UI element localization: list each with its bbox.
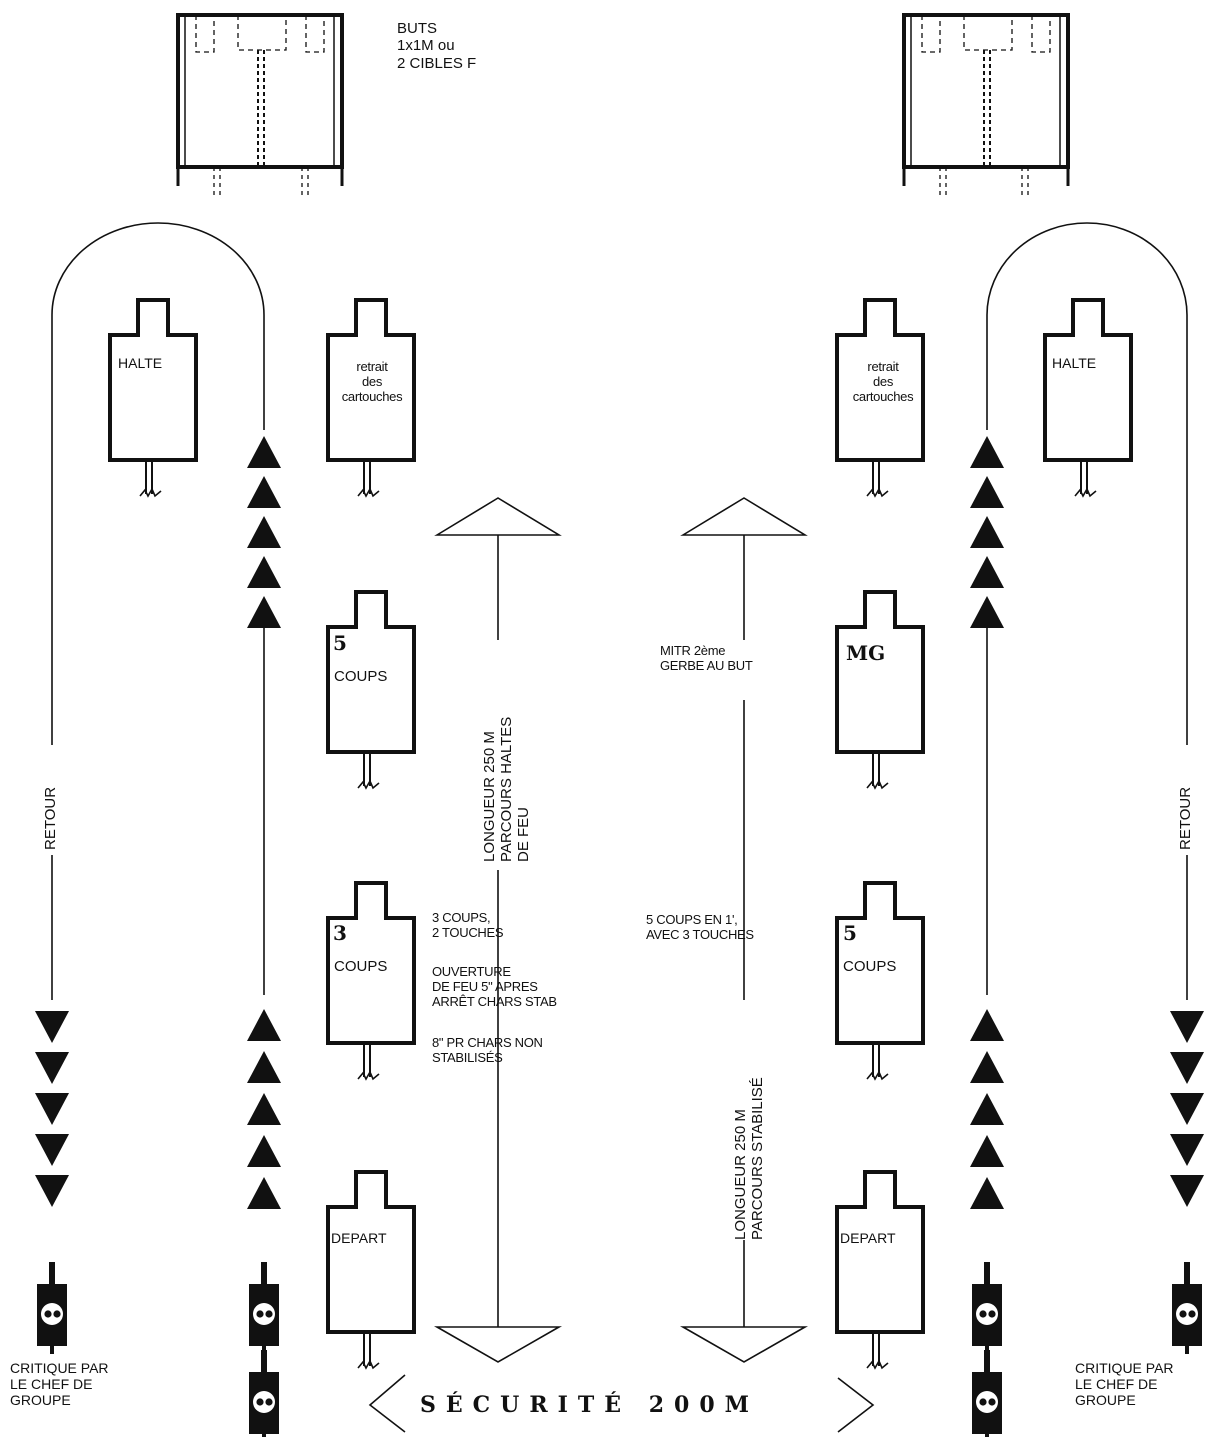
return-path-right <box>986 222 1188 745</box>
direction-arrows-left-up-top <box>247 436 281 628</box>
direction-arrows-right-up-bottom <box>970 1009 1004 1209</box>
note-8pr: 8" PR CHARS NON STABILISÉS <box>432 1035 543 1065</box>
booth-halte-right <box>1043 298 1133 498</box>
retour-label-right: RETOUR <box>1177 786 1194 850</box>
station-3-number-left: 3 <box>333 921 347 945</box>
station-5-number-right: 5 <box>843 921 857 945</box>
station-5-text-right: COUPS <box>843 958 897 975</box>
tank-icon-right-2 <box>972 1350 1002 1437</box>
direction-arrows-right-down <box>1170 1011 1204 1207</box>
target-frame-left <box>176 13 344 196</box>
booth-depart-left <box>326 1170 416 1370</box>
tank-icon-left-1 <box>249 1262 279 1354</box>
critique-label-left: CRITIQUE PAR LE CHEF DE GROUPE <box>10 1360 109 1409</box>
booth-mg-right <box>835 590 925 790</box>
security-arrow-left <box>368 1374 406 1433</box>
direction-arrows-left-down <box>35 1011 69 1207</box>
mitr-note: MITR 2ème GERBE AU BUT <box>660 643 753 673</box>
station-5-text-left: COUPS <box>334 668 388 685</box>
note-5coups: 5 COUPS EN 1', AVEC 3 TOUCHES <box>646 912 754 942</box>
booth-5coups-right <box>835 881 925 1081</box>
station-5-number-left: 5 <box>333 631 347 655</box>
return-path-left <box>51 222 265 745</box>
tank-icon-left-2 <box>249 1350 279 1437</box>
direction-arrows-left-up-bottom <box>247 1009 281 1209</box>
tank-icon-critique-left <box>37 1262 67 1354</box>
securite-label: SÉCURITÉ 200M <box>420 1392 759 1418</box>
distance-label-left: LONGUEUR 250 M PARCOURS HALTES DE FEU <box>481 716 532 862</box>
station-mg-label: MG <box>846 641 886 665</box>
tank-icon-right-1 <box>972 1262 1002 1354</box>
direction-arrows-right-up-top <box>970 436 1004 628</box>
booth-5coups-left <box>326 590 416 790</box>
retour-label-left: RETOUR <box>42 786 59 850</box>
booth-halte-left <box>108 298 198 498</box>
station-3-text-left: COUPS <box>334 958 388 975</box>
note-ouverture: OUVERTURE DE FEU 5" APRES ARRÊT CHARS ST… <box>432 964 557 1009</box>
distance-indicator-right <box>679 497 809 1363</box>
halte-label-right: HALTE <box>1052 355 1097 371</box>
retrait-label-right: retrait des cartouches <box>852 359 914 404</box>
booth-depart-right <box>835 1170 925 1370</box>
booth-3coups-left <box>326 881 416 1081</box>
critique-label-right: CRITIQUE PAR LE CHEF DE GROUPE <box>1075 1360 1174 1409</box>
depart-label-right: DEPART <box>840 1230 896 1246</box>
retrait-label-left: retrait des cartouches <box>341 359 403 404</box>
tank-icon-critique-right <box>1172 1262 1202 1354</box>
targets-label: BUTS 1x1M ou 2 CIBLES F <box>397 20 477 72</box>
note-3coups: 3 COUPS, 2 TOUCHES <box>432 910 504 940</box>
depart-label-left: DEPART <box>331 1230 387 1246</box>
distance-indicator-left <box>433 497 563 1363</box>
distance-label-right: LONGUEUR 250 M PARCOURS STABILISÉ <box>732 1077 766 1240</box>
security-arrow-right <box>837 1377 875 1433</box>
target-frame-right <box>902 13 1070 196</box>
halte-label-left: HALTE <box>118 355 163 371</box>
